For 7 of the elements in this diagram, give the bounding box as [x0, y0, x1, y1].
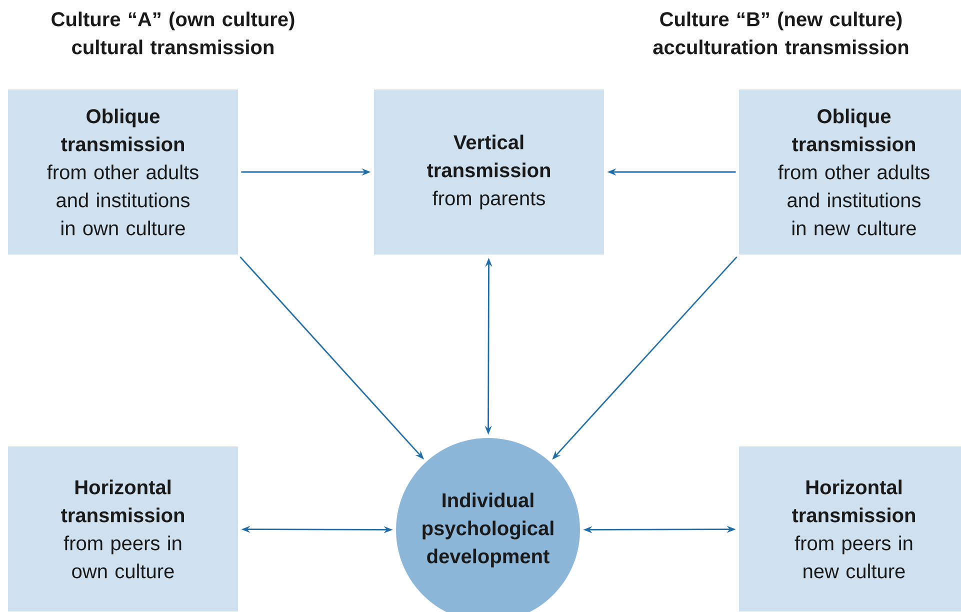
transmission-box: Horizontal transmission from peers in new culture — [739, 446, 961, 612]
transmission-box: Horizontal transmission from peers in own culture — [8, 446, 238, 612]
transmission-box: Vertical transmission from parents — [374, 90, 604, 254]
column-heading: Culture “A” (own culture) cultural transmission — [52, 12, 294, 54]
transmission-box: Oblique transmission from other adults and institutions in new culture — [739, 90, 961, 254]
column-heading: Culture “B” (new culture) acculturation transmission — [653, 12, 908, 54]
transmission-box: Oblique transmission from other adults and institutions in own culture — [8, 90, 238, 254]
